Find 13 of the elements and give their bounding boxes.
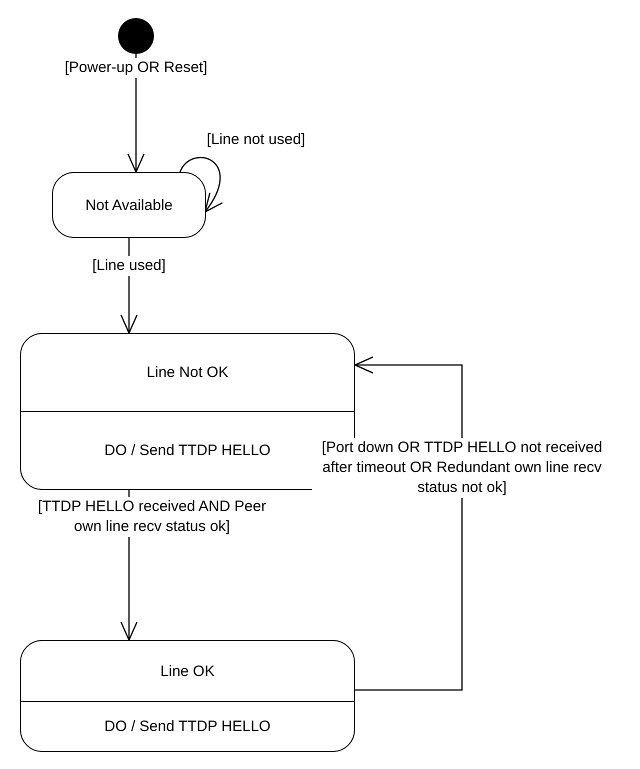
self-transition-arrow — [179, 156, 222, 213]
state-name: Line OK — [160, 662, 215, 680]
state-action: DO / Send TTDP HELLO — [104, 442, 271, 459]
edge-label: [Power-up OR Reset] — [64, 58, 208, 78]
initial-state-dot — [118, 18, 154, 54]
state-action: DO / Send TTDP HELLO — [104, 718, 271, 735]
state-box — [52, 172, 206, 238]
state-name: Not Available — [85, 196, 173, 214]
state-box — [20, 333, 355, 490]
edge-label: [Line not used] — [206, 130, 306, 150]
edge-label: [Line used] — [92, 256, 166, 276]
state-name: Line Not OK — [146, 364, 228, 381]
state-box — [20, 640, 355, 752]
